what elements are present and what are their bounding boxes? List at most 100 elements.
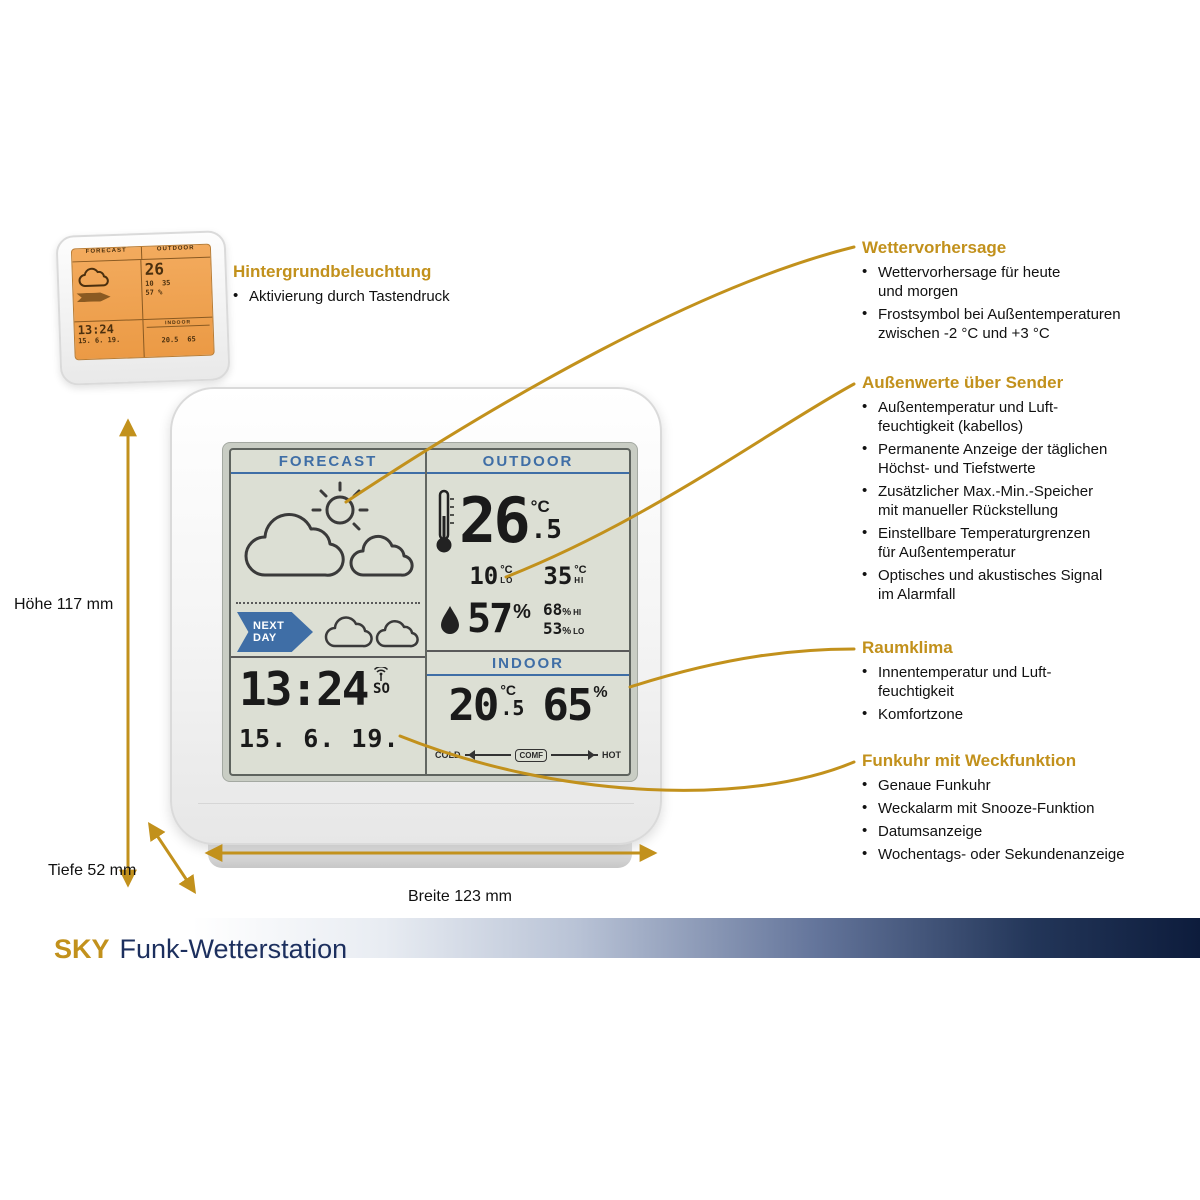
bullet-item: • Aktivierung durch Tastendruck xyxy=(233,287,533,306)
section-divider xyxy=(427,650,629,652)
outdoor-header: OUTDOOR xyxy=(427,450,629,474)
mini-outdoor-cell: 26 10 35 57 % xyxy=(141,258,212,319)
bullet-marker: • xyxy=(862,845,868,862)
bullet-marker: • xyxy=(862,482,868,499)
indoor-header: INDOOR xyxy=(427,652,629,676)
screen-glass: FORECAST xyxy=(222,442,638,782)
next-day-clouds-icon xyxy=(324,616,419,648)
next-day-row: NEXT DAY xyxy=(231,604,425,656)
bullet-marker: • xyxy=(862,440,868,457)
outdoor-humidity-row: 57 % 68 % HI 53 % LO xyxy=(427,588,629,650)
thermometer-icon xyxy=(436,489,454,553)
comfort-left-arrow xyxy=(464,750,512,760)
bullet-text: Datumsanzeige xyxy=(878,823,983,840)
comfort-right-arrow xyxy=(551,750,598,760)
backlight-note: Hintergrundbeleuchtung • Aktivierung dur… xyxy=(233,262,533,310)
bullet-marker: • xyxy=(862,822,868,839)
forecast-clouds-sun-icon xyxy=(244,481,414,577)
mini-date: 15. 6. 19. xyxy=(77,336,121,346)
forecast-header: FORECAST xyxy=(231,450,425,474)
bullet-item: •Innentemperatur und Luft- feuchtigkeit xyxy=(862,663,1186,701)
mini-clock-cell: 13:24 15. 6. 19. xyxy=(74,319,145,360)
mini-indoor-temp-frac: .5 xyxy=(169,335,179,345)
lcd-screen: FORECAST xyxy=(229,448,631,776)
footer-gradient-band xyxy=(0,918,1200,958)
humidity-hi-value: 68 xyxy=(542,599,563,619)
date-value: 15. 6. 19. xyxy=(239,724,400,753)
indoor-temp-value: 20 xyxy=(448,680,499,731)
mini-indoor-label: INDOOR xyxy=(146,318,210,328)
indoor-humidity-group: 65 % xyxy=(542,684,607,728)
bullet-text: Weckalarm mit Snooze-Funktion xyxy=(878,800,1095,817)
mini-body: 26 10 35 57 % xyxy=(72,258,212,322)
bullet-item: •Einstellbare Temperaturgrenzen für Auße… xyxy=(862,524,1186,562)
humidity-lo-value: 53 xyxy=(542,618,563,638)
outdoor-temp-unit: °C xyxy=(530,497,550,516)
outdoor-lo-units: °C LO xyxy=(500,564,513,585)
outdoor-hi-unit: °C xyxy=(574,564,587,576)
bullet-marker: • xyxy=(862,398,868,415)
bullet-text: Aktivierung durch Tastendruck xyxy=(249,288,450,305)
width-dimension-label: Breite 123 mm xyxy=(407,888,513,905)
bullet-item: •Komfortzone xyxy=(862,705,1186,724)
bullet-text: Wettervorhersage für heute und morgen xyxy=(878,264,1061,300)
bullet-item: • Frostsymbol bei Außentemperaturen zwisc… xyxy=(862,305,1186,343)
height-dimension-label: Höhe 117 mm xyxy=(14,596,114,613)
humidity-lo-label: LO xyxy=(573,626,585,636)
bullet-item: • Genaue Funkuhr xyxy=(862,776,1186,795)
mini-next-day-arrow xyxy=(76,292,110,302)
backlit-lcd-screen: FORECAST OUTDOOR 26 10 35 57 % xyxy=(70,243,215,361)
mini-hum: 57 xyxy=(145,288,155,297)
bullet-item: •Außentemperatur und Luft- feuchtigkeit … xyxy=(862,398,1186,436)
bullet-marker: • xyxy=(862,305,868,322)
bullet-item: •Wochentags- oder Sekundenanzeige xyxy=(862,845,1186,864)
mini-lo: 10 xyxy=(145,279,154,288)
humidity-lo-unit: % xyxy=(562,625,572,637)
cloud-icon xyxy=(349,534,414,577)
humidity-hi-label: HI xyxy=(573,607,582,617)
bullet-marker: • xyxy=(233,287,239,304)
bullet-text: Frostsymbol bei Außentemperaturen zwisch… xyxy=(878,306,1121,342)
outdoor-hi-units: °C HI xyxy=(574,564,586,585)
backlight-title: Hintergrundbeleuchtung xyxy=(233,262,432,281)
depth-dimension-label: Tiefe 52 mm xyxy=(48,862,137,879)
indoor-temp-unit: °C xyxy=(500,682,517,698)
outdoor-hi-label: HI xyxy=(574,576,585,586)
dotted-divider xyxy=(236,602,420,604)
indoor-humidity-value: 65 xyxy=(542,680,593,731)
weather-station-device: FORECAST xyxy=(170,387,662,845)
next-day-arrow: NEXT DAY xyxy=(237,612,313,652)
outdoor-hilo-row: 10 °C LO 35 °C HI xyxy=(427,564,629,588)
lcd-left-column: FORECAST xyxy=(231,450,425,774)
bullet-marker: • xyxy=(862,776,868,793)
outdoor-lo-value: 10 xyxy=(469,562,499,590)
bullet-text: Permanente Anzeige der täglichen Höchst-… xyxy=(878,441,1108,477)
humidity-hilo-stack: 68 % HI 53 % LO xyxy=(542,599,585,638)
cloud-icon xyxy=(244,512,345,577)
outdoor-temp-value: 26 xyxy=(459,484,531,557)
bullet-item: •Weckalarm mit Snooze-Funktion xyxy=(862,799,1186,818)
bezel-seam xyxy=(198,803,634,804)
mini-cloud-icon xyxy=(78,267,109,288)
brand-name: SKY xyxy=(54,934,110,964)
cloud-icon xyxy=(324,616,373,648)
bullet-text: Genaue Funkuhr xyxy=(878,777,991,794)
mini-outdoor-hum: 57 % xyxy=(145,287,208,298)
indoor-values-row: 20 °C .5 65 % xyxy=(427,676,629,738)
comfort-mid-label: COMF xyxy=(515,748,548,762)
bullet-item: • Datumsanzeige xyxy=(862,822,1186,841)
comfort-scale: COLD COMF HOT xyxy=(427,738,629,772)
weekday-stack: SO xyxy=(372,667,390,697)
next-day-line1: NEXT xyxy=(253,619,285,632)
section-divider xyxy=(231,656,425,658)
outdoor-lo-unit: °C xyxy=(500,564,513,576)
connector-raumklima xyxy=(628,647,856,689)
outdoor-temp-frac: .5 xyxy=(530,515,562,545)
product-name: Funk-Wetterstation xyxy=(119,934,348,964)
outdoor-humidity-value: 57 xyxy=(467,596,513,642)
bullet-text: Innentemperatur und Luft- feuchtigkeit xyxy=(878,664,1052,700)
annotation-funkuhr: Funkuhr mit Weckfunktion •Genaue Funkuhr… xyxy=(862,751,1186,868)
humidity-lo-row: 53 % LO xyxy=(542,618,585,638)
radio-antenna-icon xyxy=(374,667,389,681)
